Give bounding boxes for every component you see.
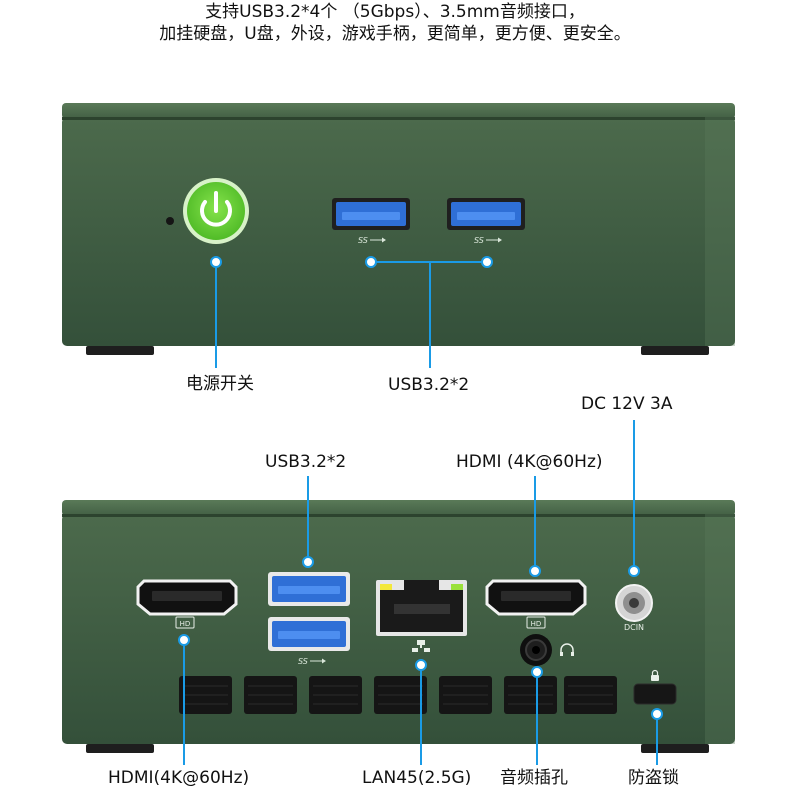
rear-foot-left bbox=[86, 744, 154, 753]
network-icon bbox=[412, 640, 430, 652]
lock-callout-dot bbox=[651, 708, 663, 720]
rear-callouts bbox=[183, 420, 658, 765]
hd-badge-right bbox=[526, 616, 546, 629]
kensington-lock-label: 防盗锁 bbox=[628, 768, 679, 788]
dc-in-label: DC 12V 3A bbox=[581, 394, 673, 414]
audio-callout-dot bbox=[531, 666, 543, 678]
front-usb-ss-symbol-1: SS bbox=[358, 236, 368, 245]
intro-line-1: 支持USB3.2*4个 （5Gbps）、3.5mm音频接口， bbox=[205, 2, 585, 22]
front-lid bbox=[62, 103, 735, 119]
front-callouts bbox=[215, 261, 487, 368]
front-usb-port-2[interactable] bbox=[447, 198, 525, 230]
lan-callout-dot bbox=[415, 659, 427, 671]
front-side-shade bbox=[705, 117, 735, 346]
headphone-icon bbox=[560, 643, 574, 656]
power-switch-label: 电源开关 bbox=[186, 374, 254, 394]
rear-foot-right bbox=[641, 744, 709, 753]
rear-usb-port-1[interactable] bbox=[268, 572, 350, 606]
front-seam bbox=[62, 117, 735, 120]
hd-badge-left-text: HD bbox=[180, 620, 191, 628]
rear-usb-port-2[interactable] bbox=[268, 617, 350, 651]
rear-lid bbox=[62, 500, 735, 516]
front-callout-dots bbox=[210, 256, 493, 268]
rear-callout-dots bbox=[178, 556, 663, 720]
hdmi-left-callout-dot bbox=[178, 634, 190, 646]
rear-hdmi-port-left[interactable] bbox=[136, 579, 238, 616]
hdmi-rear-label: HDMI (4K@60Hz) bbox=[456, 452, 603, 472]
kensington-lock-slot[interactable] bbox=[633, 683, 677, 705]
front-usb-port-1[interactable] bbox=[332, 198, 410, 230]
dc-callout-dot bbox=[628, 565, 640, 577]
audio-jack-label: 音频插孔 bbox=[500, 768, 568, 788]
usb-front-callout-dot-1 bbox=[365, 256, 377, 268]
lock-icon bbox=[651, 669, 659, 681]
usb-front-label: USB3.2*2 bbox=[388, 375, 470, 395]
front-unit: SS SS bbox=[62, 103, 735, 355]
usb-icon bbox=[310, 658, 326, 664]
intro-line-2: 加挂硬盘，U盘，外设，游戏手柄，更简单，更方便、更安全。 bbox=[159, 24, 631, 44]
lan-label: LAN45(2.5G) bbox=[362, 768, 472, 788]
dcin-mark: DCIN bbox=[624, 623, 644, 632]
hdmi-rear-callout-dot bbox=[529, 565, 541, 577]
front-foot-left bbox=[86, 346, 154, 355]
hd-badge-right-text: HD bbox=[531, 620, 542, 628]
usb-front-callout-dot-2 bbox=[481, 256, 493, 268]
rear-side-shade bbox=[705, 514, 735, 744]
power-button[interactable] bbox=[183, 178, 249, 244]
hd-badge-left bbox=[175, 616, 195, 629]
rear-dc-in-port[interactable] bbox=[615, 584, 653, 622]
front-foot-right bbox=[641, 346, 709, 355]
rear-seam bbox=[62, 514, 735, 517]
usb-rear-callout-dot bbox=[302, 556, 314, 568]
rear-hdmi-port-right[interactable] bbox=[485, 579, 587, 616]
rear-audio-jack[interactable] bbox=[520, 634, 552, 666]
rear-unit: HD SS bbox=[62, 500, 735, 753]
usb-rear-label: USB3.2*2 bbox=[265, 452, 347, 472]
hdmi-left-label: HDMI(4K@60Hz) bbox=[108, 768, 250, 788]
usb-icon bbox=[486, 237, 502, 243]
front-body bbox=[62, 117, 735, 346]
power-icon bbox=[200, 191, 232, 227]
usb-icon bbox=[370, 237, 386, 243]
rear-usb-ss-symbol: SS bbox=[298, 657, 308, 666]
status-led bbox=[166, 217, 174, 225]
power-callout-dot bbox=[210, 256, 222, 268]
vent-slats bbox=[183, 685, 613, 705]
front-usb-ss-symbol-2: SS bbox=[474, 236, 484, 245]
rear-lan-port[interactable] bbox=[376, 580, 467, 636]
usb-front-callout-line bbox=[371, 261, 487, 368]
